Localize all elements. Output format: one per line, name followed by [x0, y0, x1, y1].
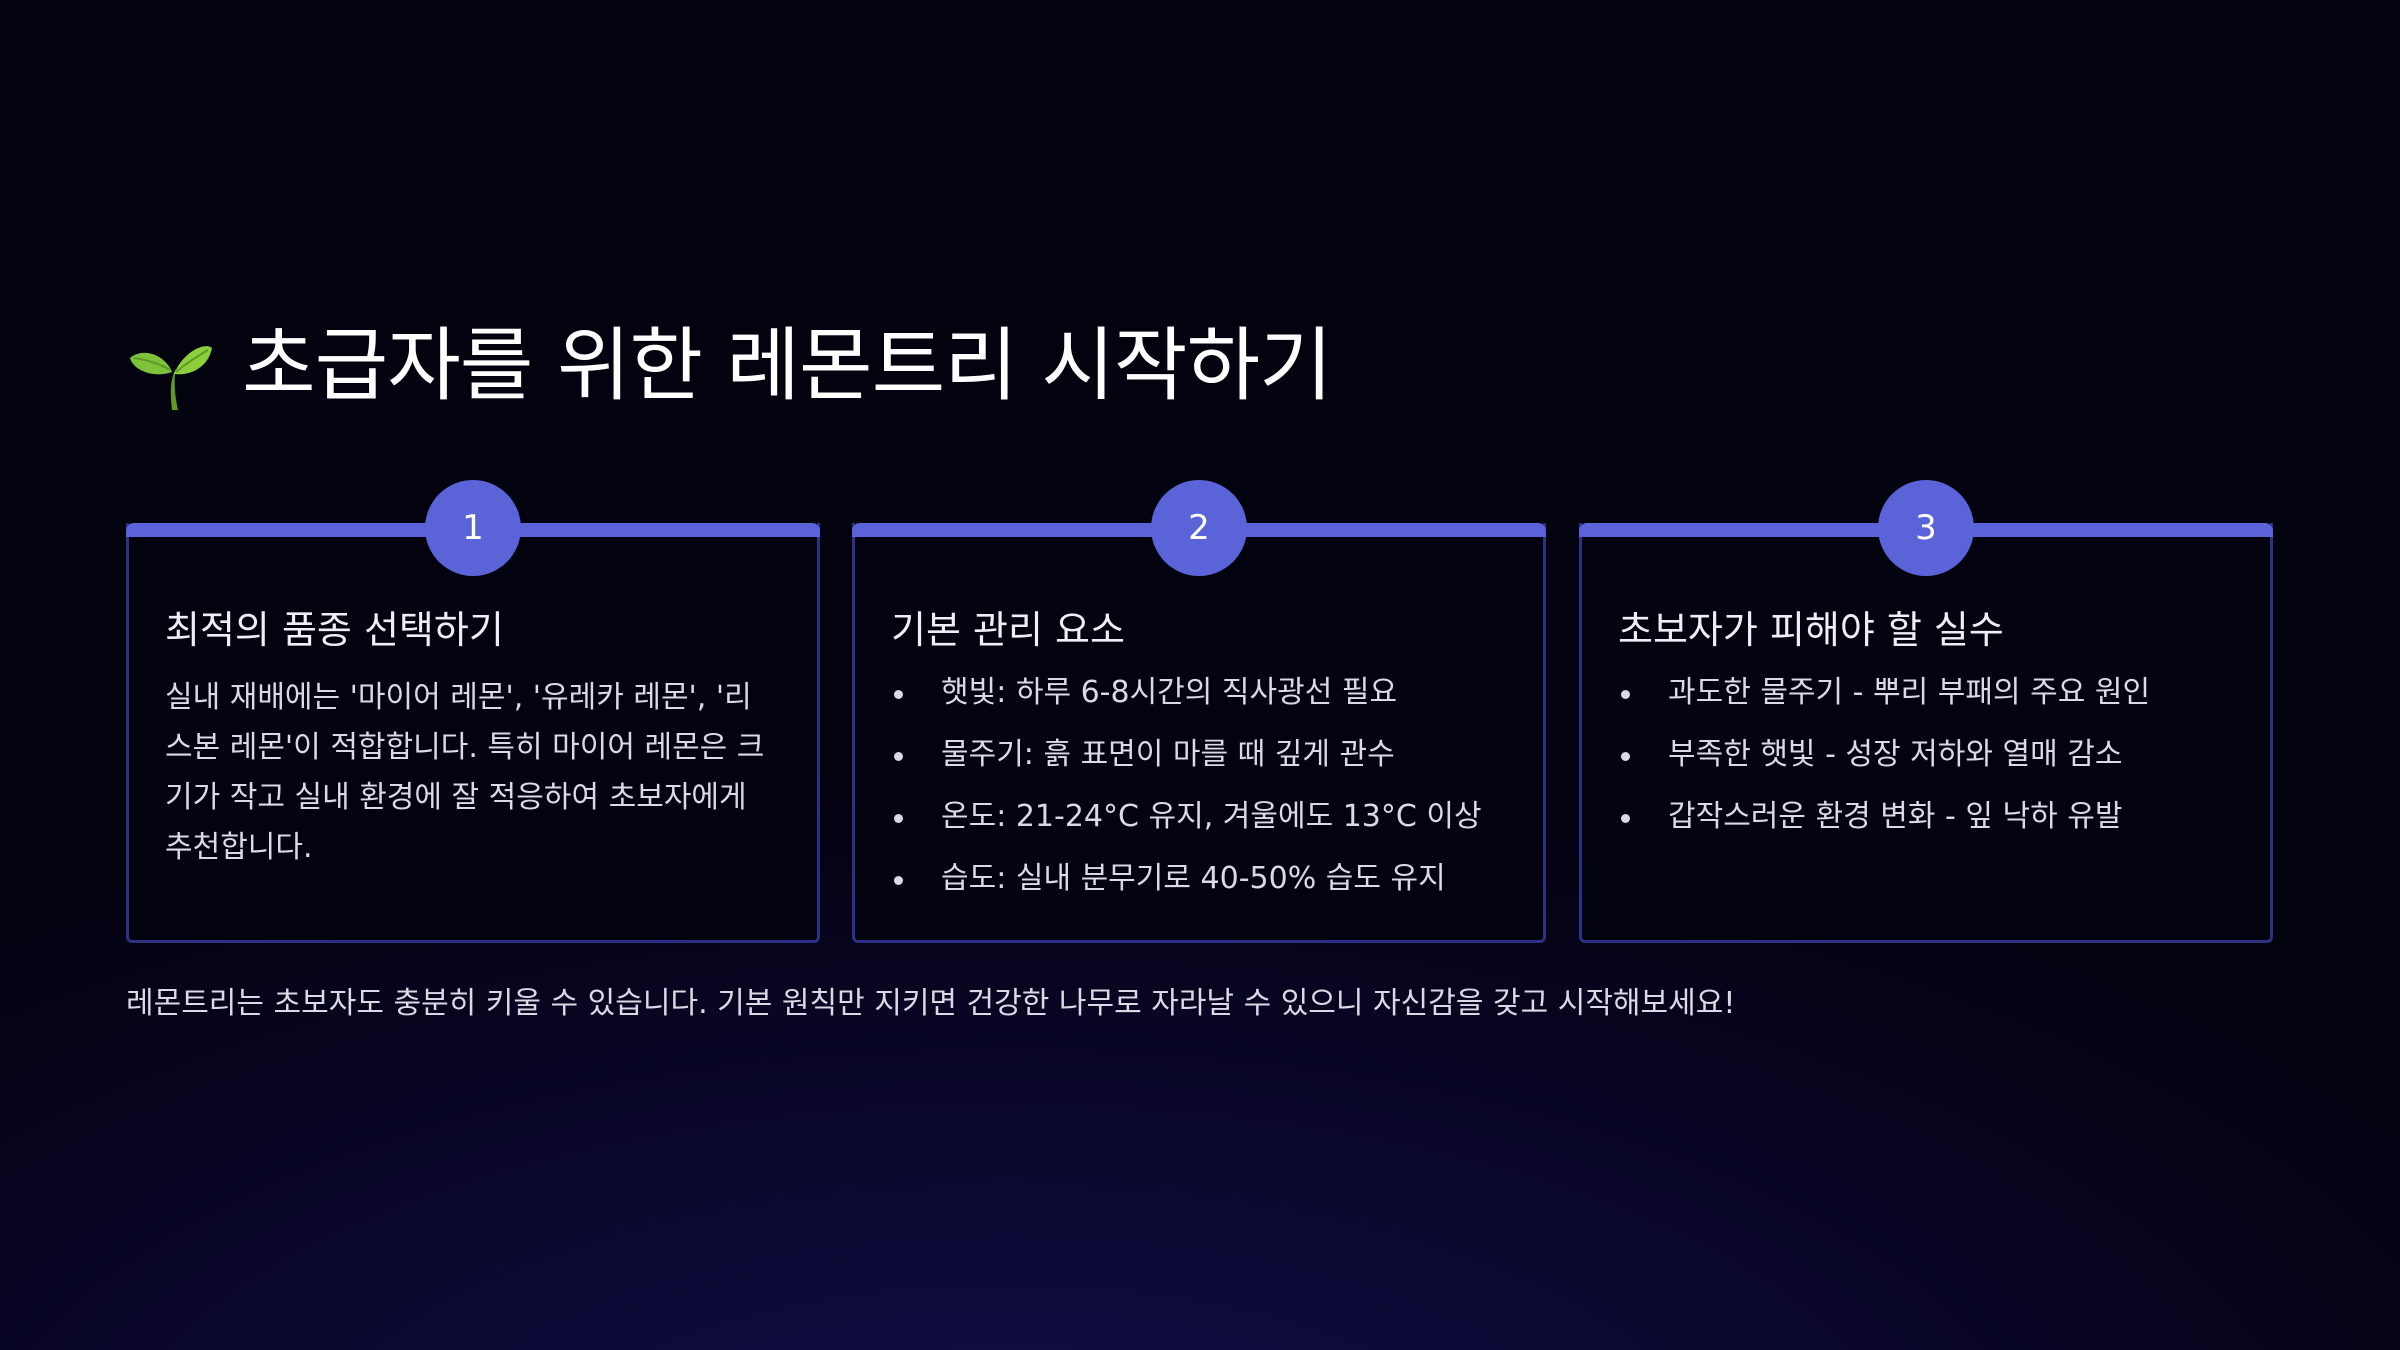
list-item: 물주기: 흙 표면이 마를 때 깊게 관수	[891, 737, 1482, 799]
list-item: 온도: 21-24°C 유지, 겨울에도 13°C 이상	[891, 799, 1482, 861]
list-item: 과도한 물주기 - 뿌리 부패의 주요 원인	[1618, 675, 2150, 737]
list-item: 부족한 햇빛 - 성장 저하와 열매 감소	[1618, 737, 2150, 799]
card-number-badge: 3	[1878, 480, 1974, 576]
mistakes-list: 과도한 물주기 - 뿌리 부패의 주요 원인 부족한 햇빛 - 성장 저하와 열…	[1618, 675, 2150, 861]
card-title: 초보자가 피해야 할 실수	[1618, 608, 2004, 652]
list-item: 습도: 실내 분무기로 40-50% 습도 유지	[891, 861, 1482, 923]
card-title: 기본 관리 요소	[891, 608, 1125, 652]
seedling-icon	[126, 318, 214, 414]
card-title: 최적의 품종 선택하기	[165, 608, 504, 652]
card-basic-care: 2 기본 관리 요소 햇빛: 하루 6-8시간의 직사광선 필요 물주기: 흙 …	[852, 480, 1546, 943]
care-list: 햇빛: 하루 6-8시간의 직사광선 필요 물주기: 흙 표면이 마를 때 깊게…	[891, 675, 1482, 923]
card-number-badge: 1	[425, 480, 521, 576]
list-item: 갑작스러운 환경 변화 - 잎 낙하 유발	[1618, 799, 2150, 861]
card-beginner-mistakes: 3 초보자가 피해야 할 실수 과도한 물주기 - 뿌리 부패의 주요 원인 부…	[1579, 480, 2273, 943]
slide-title-text: 초급자를 위한 레몬트리 시작하기	[242, 319, 1333, 412]
card-number-badge: 2	[1151, 480, 1247, 576]
footer-note: 레몬트리는 초보자도 충분히 키울 수 있습니다. 기본 원칙만 지키면 건강한…	[126, 986, 1736, 1021]
list-item: 햇빛: 하루 6-8시간의 직사광선 필요	[891, 675, 1482, 737]
slide-title: 초급자를 위한 레몬트리 시작하기	[126, 318, 1333, 414]
card-variety-selection: 1 최적의 품종 선택하기 실내 재배에는 '마이어 레몬', '유레카 레몬'…	[126, 480, 820, 943]
card-text: 실내 재배에는 '마이어 레몬', '유레카 레몬', '리스본 레몬'이 적합…	[165, 680, 765, 865]
